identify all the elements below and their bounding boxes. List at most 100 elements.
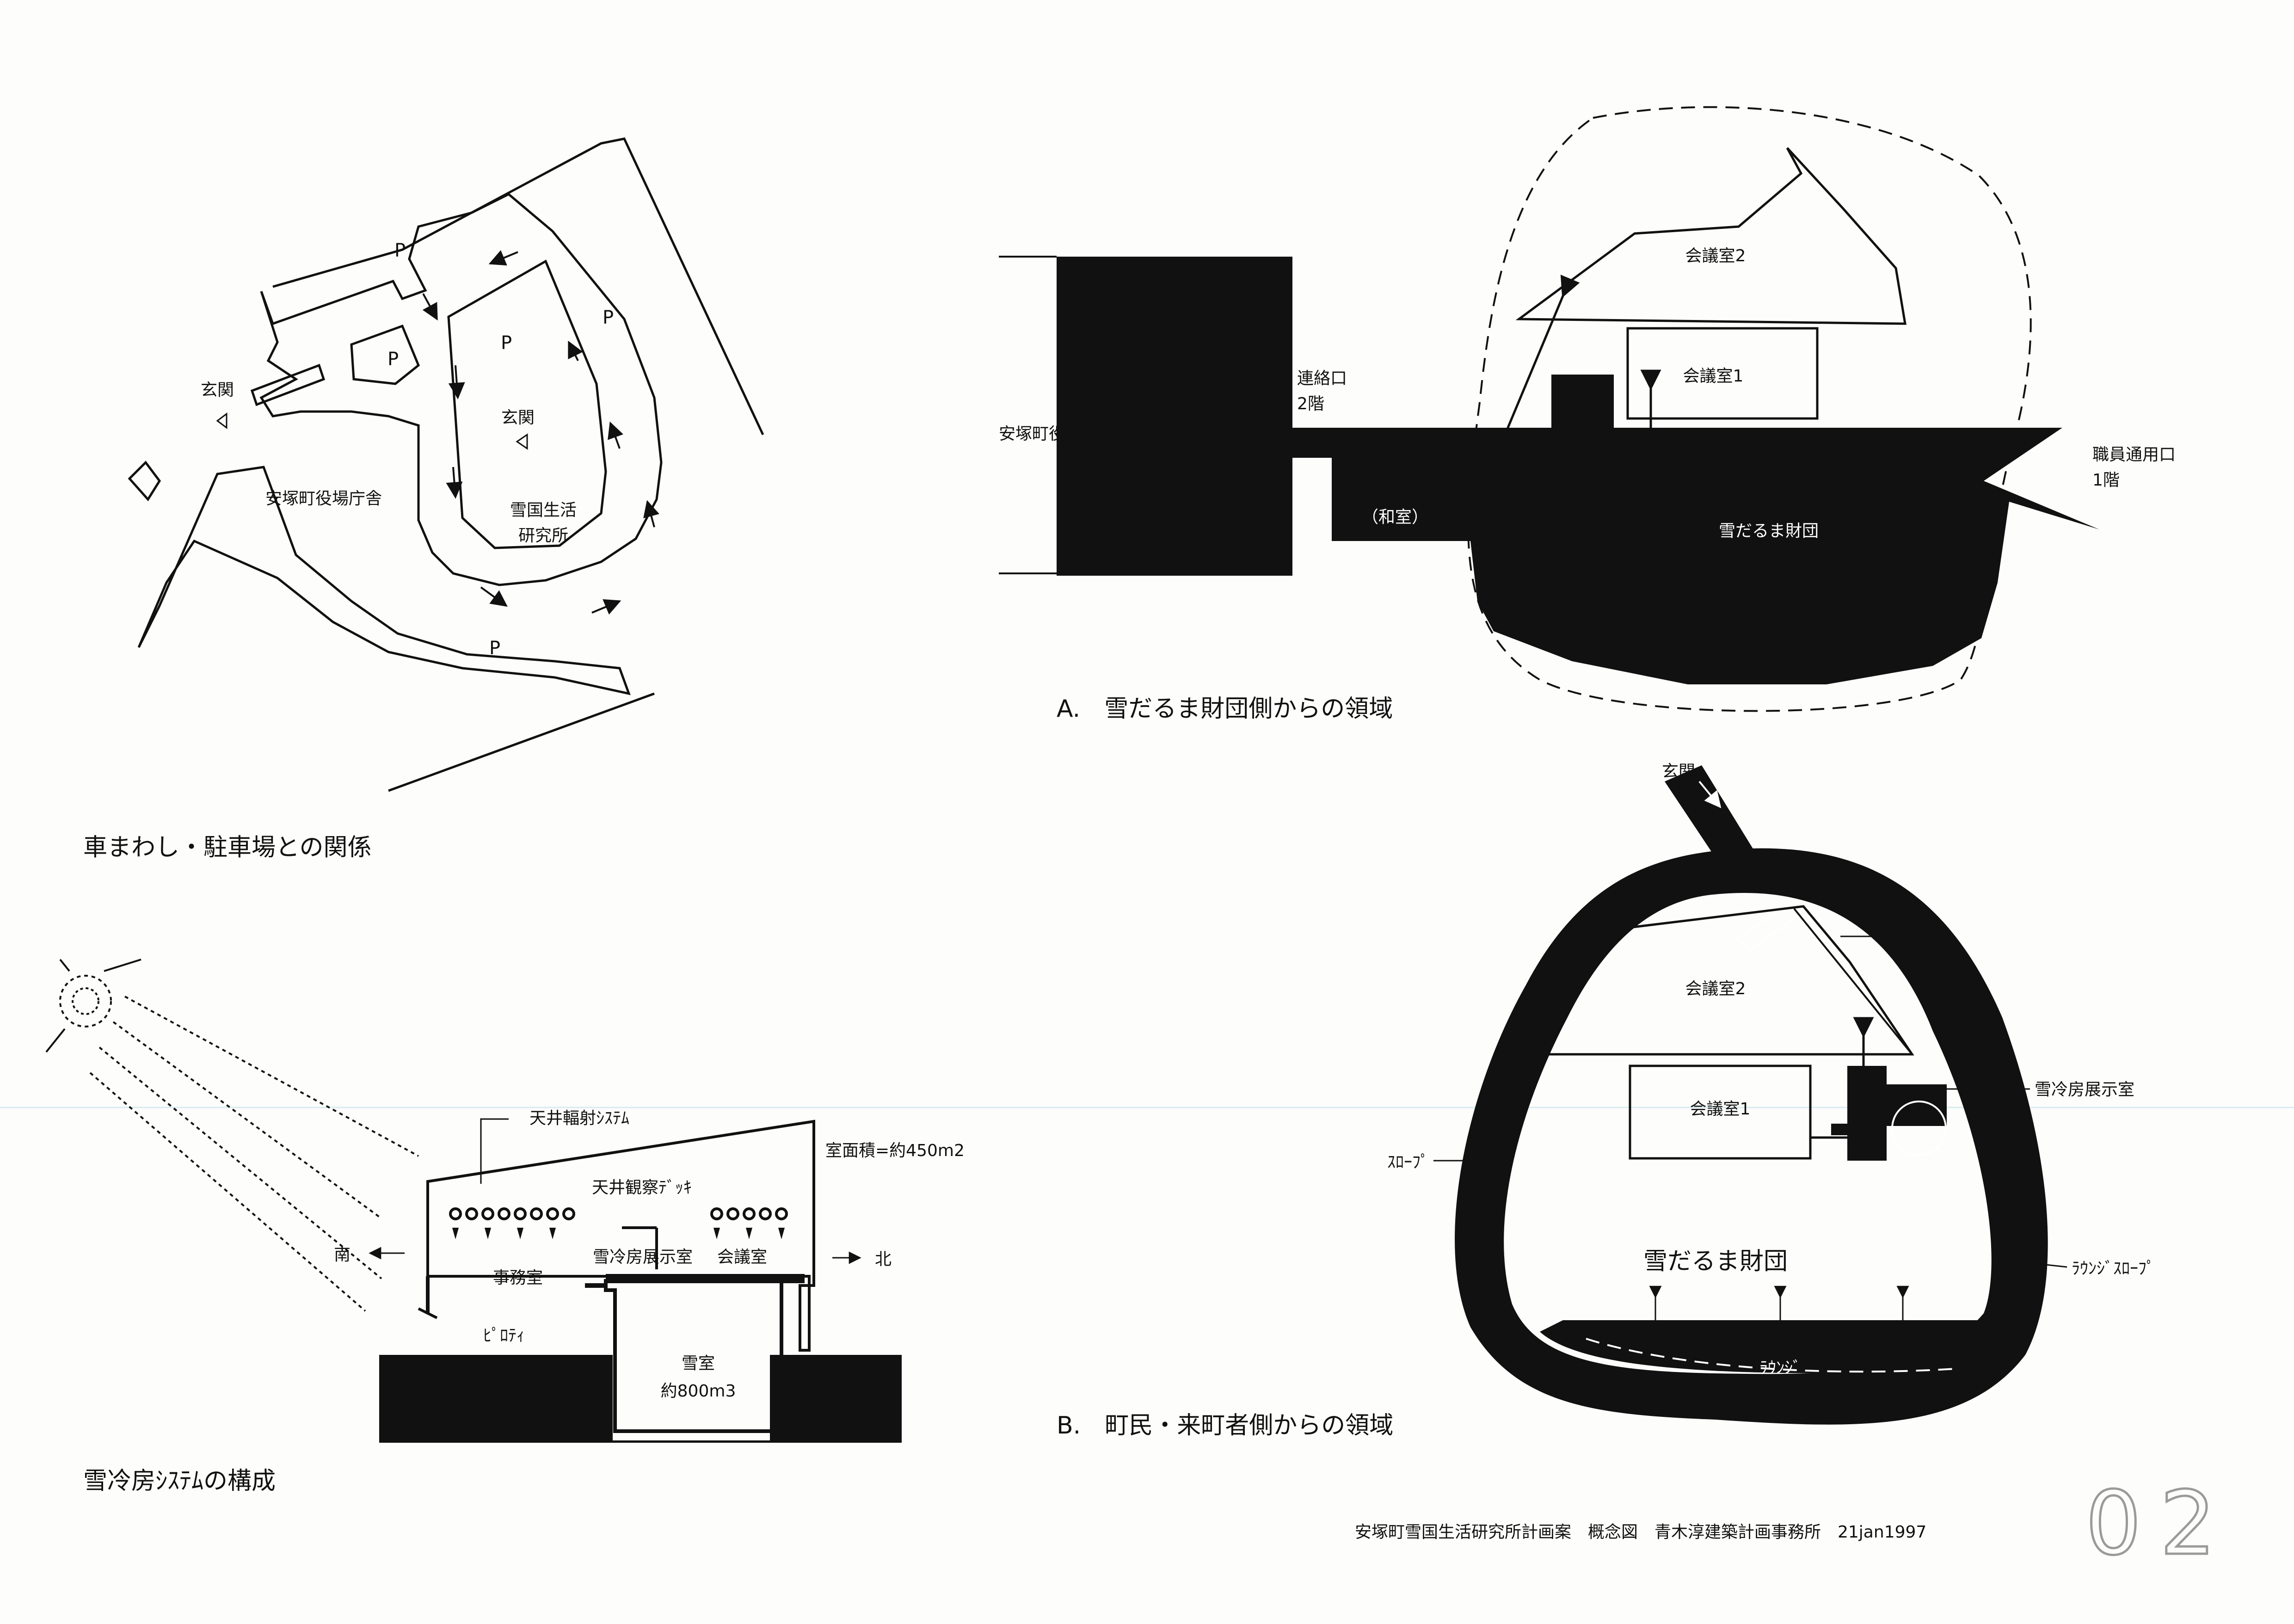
sun-icon [45, 959, 141, 1053]
plan-a-town-hall-block [1057, 257, 1292, 576]
plan-b-meeting-room-1-label: 会議室1 [1690, 1100, 1751, 1119]
site-road-edge-north [272, 137, 764, 436]
south-label: 南 [334, 1245, 351, 1264]
plan-b-meeting-room-2-label: 会議室2 [1685, 979, 1746, 998]
traffic-arrow [480, 586, 508, 607]
plan-a-washitsu-label: （和室） [1362, 508, 1428, 527]
radiant-panel [465, 1207, 478, 1220]
traffic-arrow [448, 365, 465, 400]
traffic-arrow [591, 599, 621, 615]
plan-a-staff-entrance-line1: 職員通用口 [2092, 445, 2176, 464]
radiant-panel [710, 1207, 723, 1220]
section-diagram: 天井輻射ｼｽﾃﾑ 室面積=約450m2 天井観察ﾃﾞｯｷ 事務室 雪冷房展示室 … [45, 959, 965, 1495]
plan-a-meeting-room-2-label: 会議室2 [1685, 246, 1746, 265]
section-building-outline [426, 1120, 815, 1352]
plan-a-link-label-line1: 連絡口 [1297, 369, 1347, 388]
footer: 安塚町雪国生活研究所計画案 概念図 青木淳建築計画事務所 21jan1997 0… [1355, 1471, 2234, 1576]
plan-a-access-arrow [1495, 274, 1580, 453]
cool-air-arrow [549, 1228, 556, 1239]
showroom-label: 雪冷房展示室 [593, 1248, 693, 1267]
plan-b-stairs-label: 階段 [1905, 928, 1938, 947]
sun-icon [72, 987, 99, 1015]
plan-a-link-label-line2: 2階 [1297, 394, 1324, 413]
radiant-panel [726, 1207, 739, 1220]
sun-ray [59, 959, 70, 972]
plan-b-meeting-room-2 [1524, 905, 1914, 1056]
plan-a-town-hall-label: 安塚町役場庁舎 [999, 424, 1115, 443]
cool-air-arrow [746, 1228, 752, 1239]
plan-a-meeting-room-2 [1515, 147, 1907, 325]
site-annex-wing [128, 461, 161, 502]
plan-a-title: A. 雪だるま財団側からの領域 [1057, 695, 1393, 723]
site-road-edge-south [388, 692, 655, 792]
plan-b-slope-label: ｽﾛｰﾌﾟ [1387, 1153, 1429, 1172]
plan-a-meeting-room-1-label: 会議室1 [1683, 367, 1744, 386]
radiant-panel [481, 1207, 494, 1220]
sun-icon [59, 975, 112, 1027]
solar-ray [124, 996, 419, 1157]
radiant-panel [562, 1207, 575, 1220]
ceiling-radiant-panels [449, 1207, 788, 1239]
section-ground [379, 1355, 902, 1443]
parking-label: P [394, 240, 406, 261]
plan-a-staff-entrance-line2: 1階 [2092, 471, 2120, 490]
radiant-panel [449, 1207, 462, 1220]
traffic-arrow [608, 421, 623, 449]
ceiling-system-label: 天井輻射ｼｽﾃﾑ [529, 1109, 629, 1128]
plan-b-title: B. 町民・来町者側からの領域 [1057, 1412, 1393, 1439]
office-label: 事務室 [493, 1268, 543, 1287]
traffic-arrow [488, 250, 518, 266]
site-traffic-arrows [422, 250, 659, 615]
town-hall-label: 安塚町役場庁舎 [265, 489, 382, 508]
plan-b-meeting-room-1 [1629, 1064, 1812, 1160]
plan-b-foundation-label: 雪だるま財団 [1643, 1248, 1788, 1275]
institute-label-line1: 雪国生活 [510, 501, 577, 520]
solar-ray [112, 1021, 382, 1219]
plan-b-entrance-label: 玄関 [1662, 762, 1695, 781]
parking-label: P [489, 638, 500, 659]
site-entrance-marker-left [216, 412, 228, 429]
site-curved-drive [137, 466, 631, 695]
cool-air-arrow [778, 1228, 785, 1239]
plan-b-showroom-round-room [1891, 1101, 1947, 1156]
radiant-panel [775, 1207, 788, 1220]
plan-b-outer-ramp-ring [1455, 848, 2048, 1425]
floor-area-label: 室面積=約450m2 [825, 1141, 965, 1160]
radiant-panel [498, 1207, 510, 1220]
solar-ray [89, 1072, 366, 1312]
cool-air-arrow [517, 1228, 523, 1239]
footer-credit: 安塚町雪国生活研究所計画案 概念図 青木淳建築計画事務所 21jan1997 [1355, 1523, 1926, 1542]
plan-b-lounge-dashed-line [1586, 1338, 1956, 1373]
section-floor-slab [606, 1274, 805, 1283]
cool-air-arrow [485, 1228, 491, 1239]
deck-label: 天井観察ﾃﾞｯｷ [592, 1178, 692, 1197]
traffic-arrow [568, 340, 583, 361]
site-building-outline [259, 193, 663, 586]
plan-a-foundation-label: 雪だるま財団 [1719, 522, 1819, 541]
cool-air-arrow [713, 1228, 720, 1239]
snow-room-label-line2: 約800m3 [661, 1382, 736, 1401]
plan-a-meeting-room-1 [1626, 327, 1819, 420]
plan-b-lounge-slope-label: ﾗｳﾝｼﾞｽﾛｰﾌﾟ [2072, 1259, 2155, 1278]
cool-air-arrow [452, 1228, 459, 1239]
page-number: 02 [2085, 1472, 2234, 1575]
north-label: 北 [875, 1250, 892, 1269]
site-plan: P P P P P 玄関 玄関 安塚町役場庁舎 雪国生活 研究所 車まわし・駐車… [83, 137, 764, 861]
lounge-slope-leader-line [2025, 1261, 2067, 1268]
parking-label: P [603, 307, 614, 328]
plan-b-lounge-label: ﾗｳﾝｼﾞ [1759, 1359, 1801, 1378]
site-entrance-marker-center [516, 433, 528, 450]
traffic-arrow [446, 467, 463, 499]
institute-label-line2: 研究所 [518, 526, 568, 545]
radiant-panel [546, 1207, 559, 1220]
sun-ray [45, 1028, 66, 1053]
radiant-panel [743, 1207, 756, 1220]
radiant-panel [530, 1207, 543, 1220]
site-institute-outline [447, 259, 607, 549]
entrance-label-center: 玄関 [501, 408, 535, 427]
plan-b: 玄関 階段 会議室2 会議室1 雪冷房展示室 ｽﾛｰﾌﾟ ﾗｳﾝｼﾞｽﾛｰﾌﾟ … [1057, 762, 2155, 1439]
sun-ray [104, 959, 141, 972]
radiant-panel [759, 1207, 772, 1220]
